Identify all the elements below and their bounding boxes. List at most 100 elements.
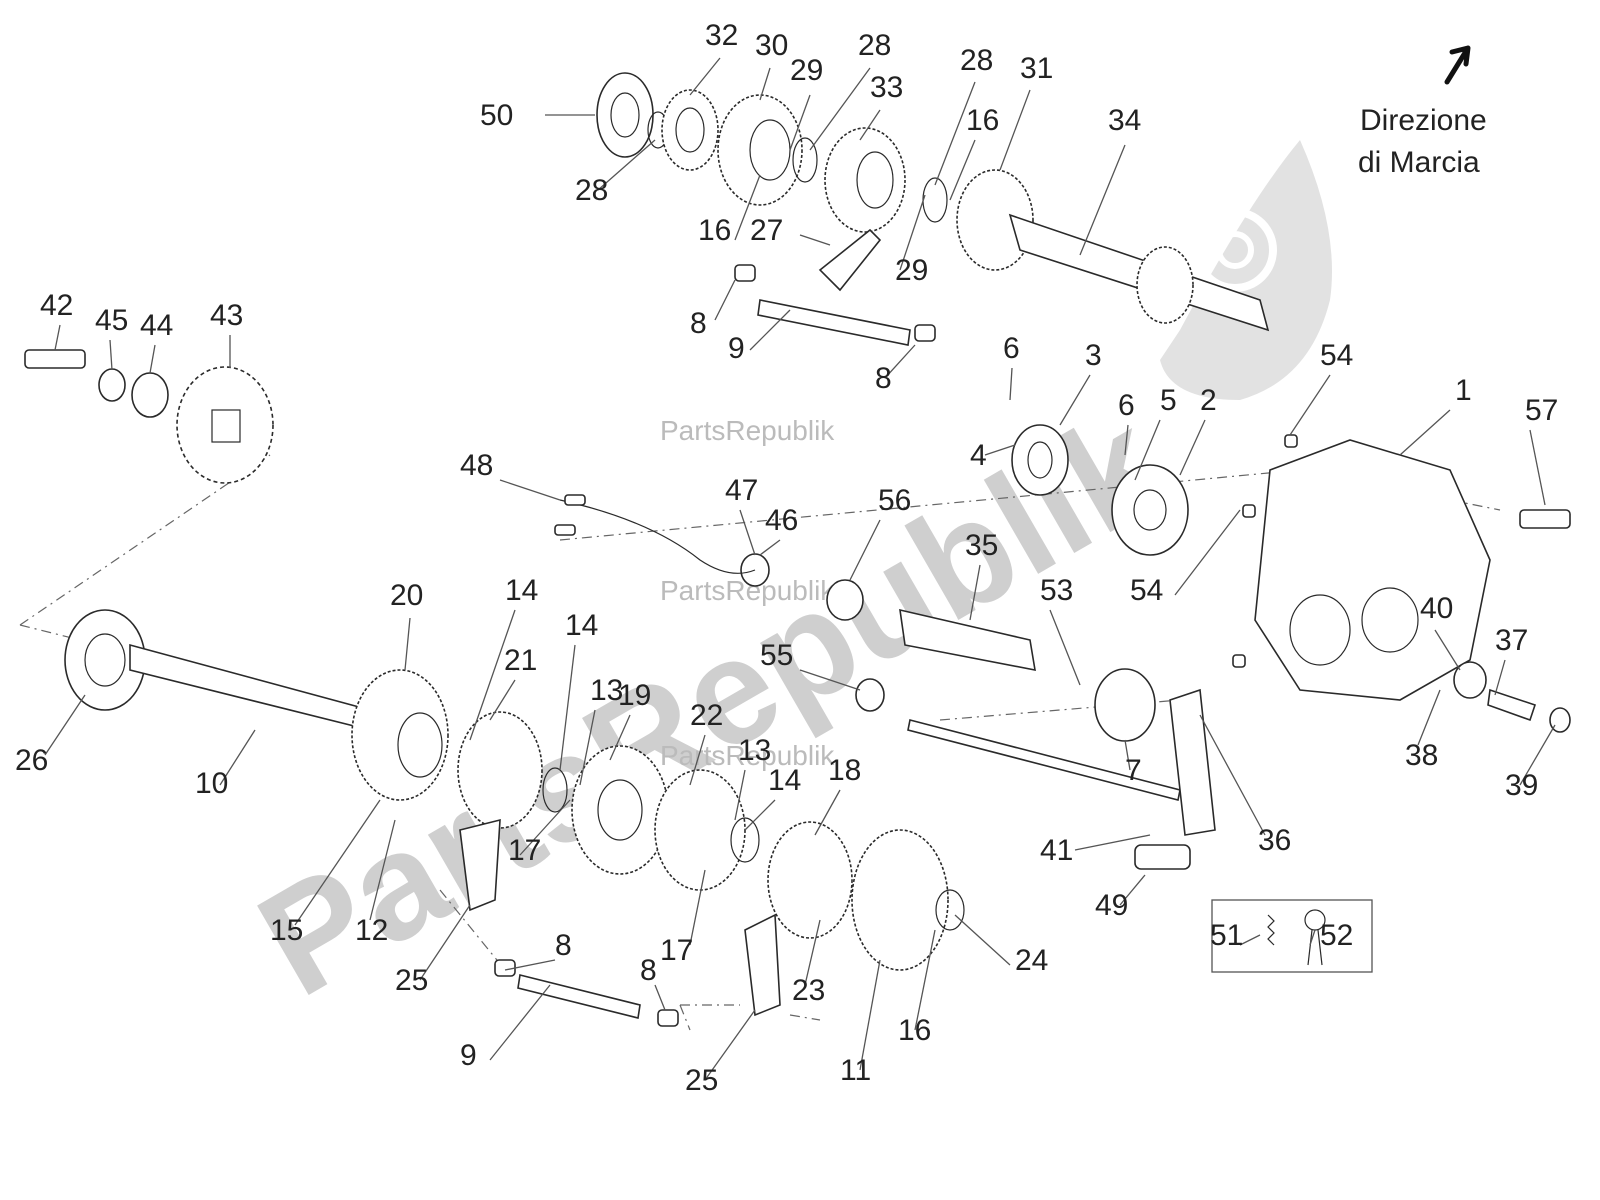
washer-44 bbox=[131, 372, 169, 418]
leader-31 bbox=[999, 89, 1031, 171]
cover-1 bbox=[1254, 439, 1491, 701]
callout-27: 27 bbox=[750, 214, 783, 247]
callout-44: 44 bbox=[140, 309, 173, 342]
callout-9-2: 9 bbox=[460, 1039, 477, 1072]
leader-48 bbox=[499, 479, 561, 501]
leader-9-2 bbox=[489, 984, 551, 1061]
callout-8-3: 8 bbox=[555, 929, 572, 962]
gear-11 bbox=[851, 829, 949, 971]
leader-25 bbox=[419, 904, 471, 981]
leader-7 bbox=[1124, 739, 1131, 771]
selector-assembly bbox=[554, 424, 1216, 870]
callout-10: 10 bbox=[195, 767, 228, 800]
inset-box bbox=[1211, 899, 1373, 973]
leader-1 bbox=[1399, 409, 1451, 456]
callout-52: 52 bbox=[1320, 919, 1353, 952]
leader-42 bbox=[54, 324, 61, 351]
leader-18 bbox=[814, 789, 841, 836]
drum-35 bbox=[899, 608, 1036, 672]
bearing-55 bbox=[855, 678, 885, 712]
gear-22 bbox=[654, 769, 746, 891]
watermark-drop-icon bbox=[1160, 140, 1332, 400]
leader-17 bbox=[519, 799, 571, 856]
leader-27 bbox=[799, 234, 831, 246]
lower-shaft-assembly bbox=[64, 609, 965, 1027]
callout-12: 12 bbox=[355, 914, 388, 947]
callout-47: 47 bbox=[725, 474, 758, 507]
callout-50: 50 bbox=[480, 99, 513, 132]
rod-9b bbox=[517, 974, 641, 1019]
callout-21: 21 bbox=[504, 644, 537, 677]
leader-8-2 bbox=[884, 344, 916, 379]
ring-14 bbox=[730, 817, 760, 863]
leader-30 bbox=[759, 67, 771, 101]
callout-1: 1 bbox=[1455, 374, 1472, 407]
callout-28: 28 bbox=[575, 174, 608, 207]
callout-14: 14 bbox=[505, 574, 538, 607]
callout-5: 5 bbox=[1160, 384, 1177, 417]
spring-8a bbox=[734, 264, 756, 282]
leader-15 bbox=[294, 799, 381, 926]
direction-indicator: Direzione di Marcia bbox=[1358, 45, 1487, 179]
bearing-50 bbox=[596, 72, 654, 158]
callout-28-3: 28 bbox=[960, 44, 993, 77]
shaft-41 bbox=[907, 719, 1181, 801]
callout-45: 45 bbox=[95, 304, 128, 337]
dowel-54a bbox=[1284, 434, 1298, 448]
callout-6-2: 6 bbox=[1118, 389, 1135, 422]
callout-7: 7 bbox=[1125, 754, 1142, 787]
leader-36 bbox=[1199, 714, 1266, 836]
callout-48: 48 bbox=[460, 449, 493, 482]
callout-40: 40 bbox=[1420, 592, 1453, 625]
leader-8-4 bbox=[654, 984, 666, 1011]
callout-53: 53 bbox=[1040, 574, 1073, 607]
callout-29: 29 bbox=[790, 54, 823, 87]
gear-32 bbox=[661, 89, 719, 171]
callout-6: 6 bbox=[1003, 332, 1020, 365]
leader-33 bbox=[859, 109, 881, 141]
gear-31 bbox=[956, 169, 1034, 271]
leader-23 bbox=[804, 919, 821, 986]
watermark-small-1: PartsRepublik bbox=[660, 415, 835, 446]
watermark-small-3: PartsRepublik bbox=[660, 740, 835, 771]
callout-13: 13 bbox=[590, 674, 623, 707]
callout-37: 37 bbox=[1495, 624, 1528, 657]
callout-20: 20 bbox=[390, 579, 423, 612]
callout-26: 26 bbox=[15, 744, 48, 777]
callout-2: 2 bbox=[1200, 384, 1217, 417]
callout-16: 16 bbox=[698, 214, 731, 247]
leader-16 bbox=[734, 174, 761, 241]
callout-labels: 1234566788889910111213131414141516161617… bbox=[15, 19, 1558, 1097]
bolt-42 bbox=[24, 349, 86, 369]
leader-47 bbox=[739, 509, 756, 556]
callout-39: 39 bbox=[1505, 769, 1538, 802]
leader-14-3 bbox=[744, 799, 776, 831]
leader-5 bbox=[1134, 419, 1161, 481]
shaft-10 bbox=[129, 643, 371, 732]
callout-42: 42 bbox=[40, 289, 73, 322]
upper-shaft-assembly bbox=[596, 72, 1270, 346]
leader-34 bbox=[1079, 144, 1126, 256]
leader-51 bbox=[1239, 934, 1261, 946]
leader-35 bbox=[969, 564, 981, 621]
ring-29 bbox=[792, 137, 818, 183]
leader-41 bbox=[1074, 834, 1151, 851]
leader-13 bbox=[579, 709, 596, 786]
callout-29-2: 29 bbox=[895, 254, 928, 287]
bearing-3 bbox=[1011, 424, 1069, 496]
callout-41: 41 bbox=[1040, 834, 1073, 867]
leader-49 bbox=[1119, 874, 1146, 906]
leader-10 bbox=[219, 729, 256, 786]
leader-56 bbox=[849, 519, 881, 581]
callout-35: 35 bbox=[965, 529, 998, 562]
gear-18 bbox=[767, 821, 853, 939]
leader-16-3 bbox=[914, 929, 936, 1031]
callout-11: 11 bbox=[840, 1054, 871, 1087]
leader-22 bbox=[689, 734, 706, 786]
leader-21 bbox=[489, 679, 516, 721]
leader-20 bbox=[404, 617, 411, 671]
callout-43: 43 bbox=[210, 299, 243, 332]
spring-51-icon bbox=[1267, 914, 1275, 946]
spring-40 bbox=[1453, 661, 1487, 699]
gear-20 bbox=[351, 669, 449, 801]
